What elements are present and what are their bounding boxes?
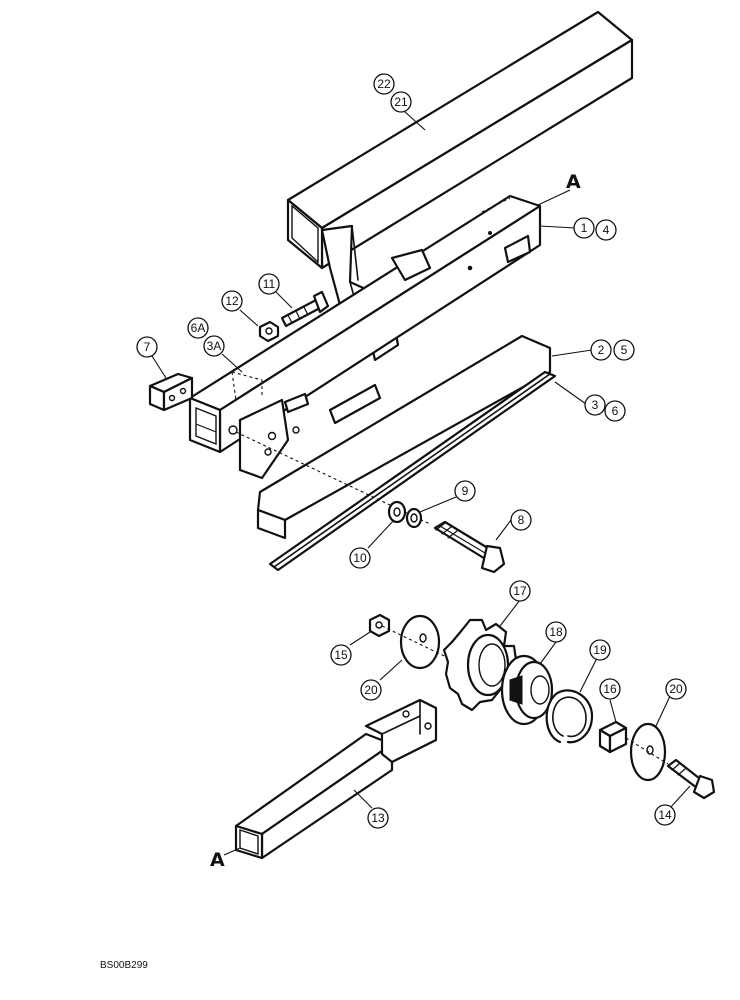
sprocket-part-17: [442, 618, 518, 712]
callout-3a: 3A: [203, 335, 225, 357]
svg-text:5: 5: [621, 343, 628, 357]
callout-3: 3: [584, 394, 606, 416]
svg-text:17: 17: [513, 584, 527, 598]
svg-text:6: 6: [612, 404, 619, 418]
lock-washer-part-9: [405, 507, 423, 529]
section-mark-a-top: A: [566, 171, 581, 193]
bolt-part-11: [280, 290, 330, 328]
svg-text:3: 3: [592, 398, 599, 412]
callout-15: 15: [330, 644, 352, 666]
svg-text:19: 19: [593, 643, 607, 657]
callout-19: 19: [589, 639, 611, 661]
callout-16: 16: [599, 678, 621, 700]
callout-14: 14: [654, 804, 676, 826]
svg-text:4: 4: [603, 223, 610, 237]
svg-text:9: 9: [462, 484, 469, 498]
nut-part-15: [368, 613, 391, 638]
disc-part-20-left: [399, 614, 441, 670]
svg-text:2: 2: [598, 343, 605, 357]
callout-11: 11: [258, 273, 280, 295]
callout-4: 4: [595, 219, 617, 241]
callout-20-right: 20: [665, 678, 687, 700]
bolt-part-14: [625, 737, 716, 800]
callout-10: 10: [349, 547, 371, 569]
callout-6: 6: [604, 400, 626, 422]
svg-text:13: 13: [371, 811, 385, 825]
callout-1: 1: [573, 217, 595, 239]
bolt-part-8: [235, 431, 506, 574]
svg-text:12: 12: [225, 294, 239, 308]
svg-text:11: 11: [263, 277, 276, 291]
callout-7: 7: [136, 336, 158, 358]
callout-12: 12: [221, 290, 243, 312]
lower-tube-part-13: [234, 698, 438, 860]
spacer-block-part-7: [148, 372, 194, 412]
callout-13: 13: [367, 807, 389, 829]
svg-text:22: 22: [377, 77, 391, 91]
svg-text:6A: 6A: [191, 321, 206, 335]
svg-text:18: 18: [549, 625, 563, 639]
svg-text:16: 16: [603, 682, 617, 696]
svg-text:20: 20: [364, 683, 378, 697]
flat-washer-part-10: [387, 500, 407, 524]
svg-text:3A: 3A: [207, 339, 222, 353]
drawing-number: BS00B299: [100, 960, 148, 971]
callout-5: 5: [613, 339, 635, 361]
svg-text:1: 1: [581, 221, 588, 235]
callout-9: 9: [454, 480, 476, 502]
nut-part-12: [258, 320, 280, 343]
section-mark-a-bottom: A: [210, 849, 225, 871]
callout-20-left: 20: [360, 679, 382, 701]
wear-strip-part-3-6: [268, 370, 557, 572]
svg-text:21: 21: [394, 95, 408, 109]
callout-21: 21: [390, 91, 412, 113]
callout-22: 22: [373, 73, 395, 95]
svg-text:8: 8: [518, 513, 525, 527]
callout-17: 17: [509, 580, 531, 602]
callout-2: 2: [590, 339, 612, 361]
bearing-part-18: [500, 654, 554, 726]
svg-text:20: 20: [669, 682, 683, 696]
channel-rail-part-2-5: [238, 334, 552, 540]
svg-text:7: 7: [144, 340, 151, 354]
svg-text:10: 10: [353, 551, 367, 565]
callout-6a: 6A: [187, 317, 209, 339]
svg-text:15: 15: [334, 648, 348, 662]
snap-ring-part-19: [545, 689, 594, 744]
callout-8: 8: [510, 509, 532, 531]
callout-18: 18: [545, 621, 567, 643]
svg-text:14: 14: [658, 808, 672, 822]
spacer-block-part-16: [598, 720, 628, 754]
frame-tube-part-1-4: [188, 194, 542, 454]
